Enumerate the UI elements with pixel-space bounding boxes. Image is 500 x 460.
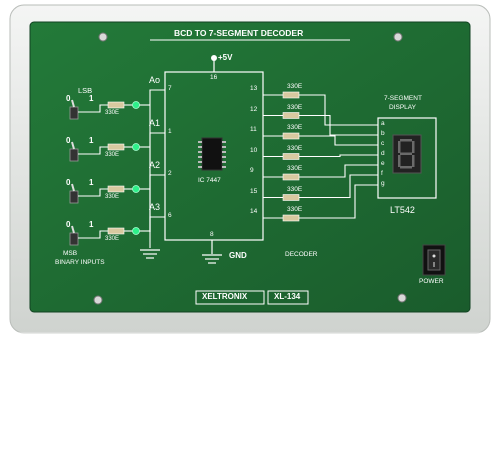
input-resistor-label: 330E [105,194,120,200]
segment-letter-label: f [381,170,383,177]
pin-gnd-number: 8 [210,231,214,238]
ic-right-pin-number: 15 [250,187,258,195]
input-led [132,185,140,193]
output-resistor-label: 330E [287,165,303,172]
binary-inputs-label: BINARY INPUTS [55,259,105,266]
output-resistor [282,194,300,201]
input-line-label: A3 [149,202,161,212]
model-box [267,290,309,305]
segment-letter-label: a [381,120,385,127]
output-resistor [282,132,300,140]
display-part-label: LT542 [390,205,415,215]
toggle-switch[interactable] [69,225,79,246]
display-title-2: DISPLAY [389,104,416,111]
toggle-switch[interactable] [69,99,79,120]
display-outline [377,117,437,199]
ic-left-pin-number: 1 [168,128,172,135]
output-resistor [282,112,300,119]
msb-label: MSB [63,250,78,257]
switch-one-label: 1 [89,94,94,103]
input-resistor [107,185,125,193]
vcc-label: +5V [218,53,233,62]
input-led [132,143,140,151]
lsb-label: LSB [78,86,93,95]
output-resistor [282,173,300,181]
segment-letter-label: e [381,160,385,167]
input-resistor-label: 330E [105,152,120,158]
switch-zero-label: 0 [66,220,71,229]
screw [98,32,108,42]
screw [397,293,407,303]
power-label: POWER [419,278,444,285]
output-resistor-label: 330E [287,124,303,131]
brand-label: XELTRONIX [202,292,248,301]
ic-right-pin-number: 10 [250,146,258,154]
ic-left-pin-number: 6 [168,212,172,219]
toggle-switch[interactable] [69,141,79,162]
output-resistor-label: 330E [287,144,303,152]
ground-symbol-inputs [140,249,160,259]
switch-one-label: 1 [89,220,94,229]
input-line-label: A2 [149,160,161,170]
segment-letter-label: c [381,140,385,147]
digit-segments [398,139,415,169]
input-resistor [107,143,125,151]
reflection-fade [0,332,500,455]
ic-right-pin-number: 12 [250,105,258,113]
toggle-switch[interactable] [69,183,79,204]
screw [393,32,403,42]
switch-zero-label: 0 [66,178,71,187]
vcc-terminal [211,55,217,61]
input-resistor-label: 330E [105,236,120,242]
model-label: XL-134 [274,292,301,301]
input-resistor [107,227,125,235]
output-resistor [282,214,300,222]
switch-zero-label: 0 [66,94,71,103]
input-resistor-label: 330E [105,110,120,116]
gnd-label: GND [229,251,247,260]
ic-right-pin-number: 11 [250,126,257,133]
input-resistor [107,101,125,109]
brand-box [195,290,265,305]
output-resistor [282,91,300,99]
ic-left-pin-number: 7 [168,85,172,92]
ic-left-pin-number: 2 [168,170,172,177]
switch-one-label: 1 [89,178,94,187]
ground-symbol-ic [202,254,222,264]
segment-letter-label: g [381,180,385,187]
screw [93,295,103,305]
ic-name-label: IC 7447 [198,177,221,184]
input-led [132,227,140,235]
ic-7447-chip [201,137,223,171]
segment-letter-label: b [381,130,385,137]
input-led [132,101,140,109]
pin-vcc-number: 16 [210,74,218,81]
input-line-label: A1 [149,118,161,128]
output-resistor-label: 330E [287,103,303,111]
pcb-board [29,21,471,313]
output-resistor [282,153,300,160]
panel-title: BCD TO 7-SEGMENT DECODER [174,28,304,38]
display-title-1: 7-SEGMENT [384,95,422,102]
segment-letter-label: d [381,150,385,157]
input-line-label: Ao [149,75,161,85]
power-switch[interactable] [427,249,441,271]
ic-right-pin-number: 14 [250,208,258,215]
switch-zero-label: 0 [66,136,71,145]
ic-right-pin-number: 13 [250,85,258,92]
output-resistor-label: 330E [287,206,303,213]
output-resistor-label: 330E [287,83,303,90]
output-resistor-label: 330E [287,185,303,193]
decoder-label: DECODER [285,251,318,258]
ic-right-pin-number: 9 [250,167,254,174]
switch-one-label: 1 [89,136,94,145]
